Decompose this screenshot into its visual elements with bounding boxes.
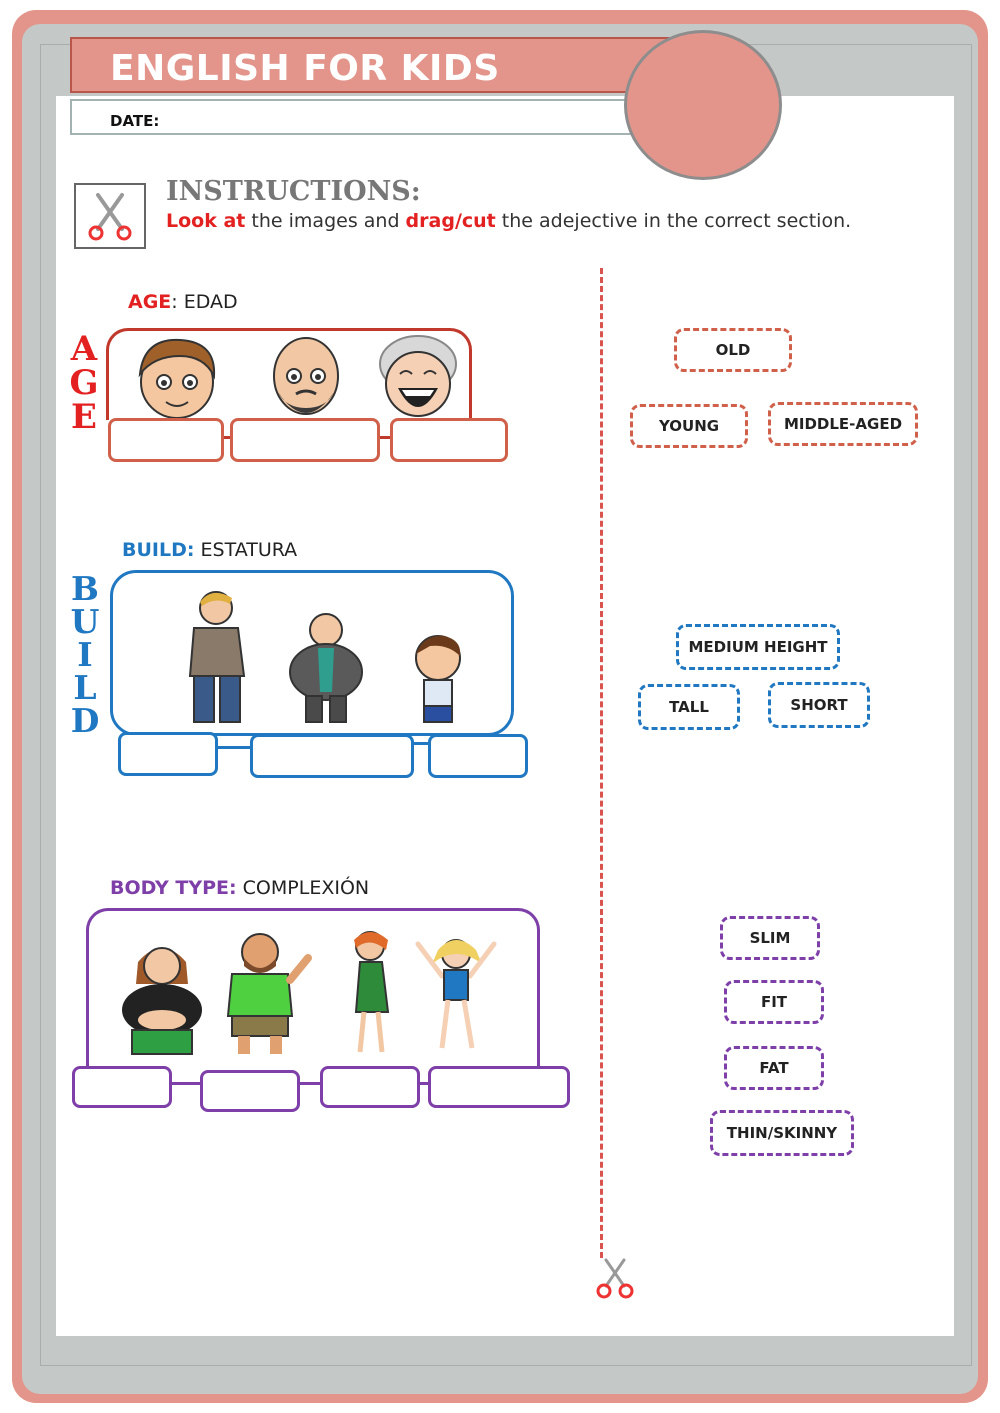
header-circle bbox=[624, 30, 782, 180]
body-picture-frame bbox=[86, 908, 540, 1068]
body-slot-connector bbox=[168, 1082, 204, 1085]
age-letter: A bbox=[70, 329, 98, 369]
instructions-drag-cut: drag/cut bbox=[405, 210, 496, 232]
old-woman-image bbox=[379, 335, 457, 417]
word-chip-young[interactable]: YOUNG bbox=[630, 404, 748, 448]
build-drop-slot-1[interactable] bbox=[118, 732, 218, 776]
body-drop-slot-2[interactable] bbox=[200, 1070, 300, 1112]
age-slot-connector bbox=[378, 436, 394, 439]
build-letter: I bbox=[77, 635, 93, 674]
instructions-title: INSTRUCTIONS: bbox=[166, 176, 421, 207]
body-drop-slot-3[interactable] bbox=[320, 1066, 420, 1108]
page-title: ENGLISH FOR KIDS bbox=[110, 48, 500, 89]
medium-height-man-image bbox=[289, 613, 363, 723]
date-field[interactable] bbox=[70, 99, 670, 135]
age-label-rest: : EDAD bbox=[171, 291, 238, 313]
body-label-rest: COMPLEXIÓN bbox=[236, 877, 370, 899]
thin-skinny-girl-image bbox=[415, 939, 497, 1049]
word-chip-fat[interactable]: FAT bbox=[724, 1046, 824, 1090]
age-label-key: AGE bbox=[128, 291, 172, 313]
build-side-letters: B U I L D bbox=[62, 572, 108, 737]
body-slot-connector bbox=[416, 1082, 432, 1085]
age-letter: G bbox=[69, 363, 99, 403]
body-drop-slot-4[interactable] bbox=[428, 1066, 570, 1108]
body-slot-connector bbox=[296, 1082, 324, 1085]
build-drop-slot-3[interactable] bbox=[428, 734, 528, 778]
middle-aged-man-image bbox=[273, 337, 339, 415]
fit-man-image bbox=[226, 933, 312, 1054]
build-letter: U bbox=[70, 602, 100, 641]
scissors-icon bbox=[88, 193, 132, 241]
age-letter: E bbox=[71, 397, 97, 437]
word-chip-tall[interactable]: TALL bbox=[638, 684, 740, 730]
build-slot-connector bbox=[410, 742, 432, 745]
young-boy-image bbox=[138, 338, 216, 419]
cut-line bbox=[600, 268, 603, 1258]
age-drop-slot-1[interactable] bbox=[108, 418, 224, 462]
instructions-icon-box bbox=[74, 183, 146, 249]
fat-woman-image bbox=[122, 947, 202, 1055]
short-boy-image bbox=[415, 635, 461, 723]
body-section-label: BODY TYPE: COMPLEXIÓN bbox=[110, 877, 369, 899]
slim-woman-image bbox=[354, 931, 390, 1053]
build-letter: L bbox=[73, 668, 97, 707]
build-slot-connector bbox=[216, 746, 254, 749]
word-chip-middle-aged[interactable]: MIDDLE-AGED bbox=[768, 402, 918, 446]
tall-man-image bbox=[188, 591, 246, 723]
instructions-look-at: Look at bbox=[166, 210, 246, 232]
age-drop-slot-3[interactable] bbox=[390, 418, 508, 462]
cut-scissors-icon bbox=[596, 1258, 634, 1299]
word-chip-medium-height[interactable]: MEDIUM HEIGHT bbox=[676, 624, 840, 670]
build-letter: B bbox=[71, 569, 99, 608]
instructions-end: the adejective in the correct section. bbox=[495, 210, 852, 232]
build-drop-slot-2[interactable] bbox=[250, 734, 414, 778]
age-section-label: AGE: EDAD bbox=[128, 291, 238, 313]
age-picture-frame bbox=[106, 328, 472, 420]
build-letter: D bbox=[70, 701, 100, 740]
body-drop-slot-1[interactable] bbox=[72, 1066, 172, 1108]
build-label-rest: ESTATURA bbox=[194, 539, 298, 561]
build-label-key: BUILD: bbox=[122, 539, 195, 561]
date-label: DATE: bbox=[110, 112, 160, 130]
age-drop-slot-2[interactable] bbox=[230, 418, 380, 462]
age-side-letters: A G E bbox=[62, 332, 106, 434]
body-label-key: BODY TYPE: bbox=[110, 877, 237, 899]
word-chip-fit[interactable]: FIT bbox=[724, 980, 824, 1024]
age-slot-connector bbox=[222, 436, 234, 439]
instructions-mid: the images and bbox=[245, 210, 406, 232]
word-chip-short[interactable]: SHORT bbox=[768, 682, 870, 728]
word-chip-old[interactable]: OLD bbox=[674, 328, 792, 372]
word-chip-slim[interactable]: SLIM bbox=[720, 916, 820, 960]
instructions-text: Look at the images and drag/cut the adej… bbox=[166, 210, 851, 232]
build-section-label: BUILD: ESTATURA bbox=[122, 539, 297, 561]
word-chip-thin-skinny[interactable]: THIN/SKINNY bbox=[710, 1110, 854, 1156]
